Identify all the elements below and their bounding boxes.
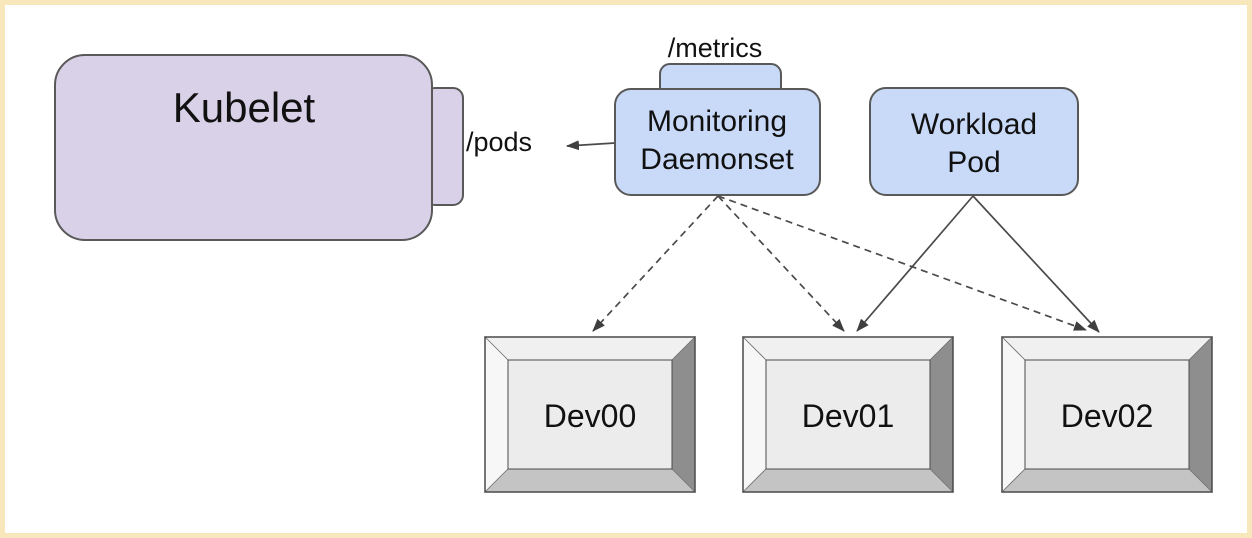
dev01-outline	[742, 336, 954, 493]
dev00-bevel-right	[671, 336, 696, 493]
edge-workload-to-dev02	[972, 195, 1100, 333]
dev01-bevel-top	[742, 336, 954, 361]
dev02-bevel-top	[1001, 336, 1213, 361]
kubelet-label: Kubelet	[173, 84, 316, 131]
edge-monitoring-to-dev02	[717, 195, 1087, 331]
monitoring-daemonset-label-line2: Daemonset	[640, 143, 794, 176]
dev00-bevel-top	[484, 336, 696, 361]
dev02-outline	[1001, 336, 1213, 493]
kubelet-box	[54, 54, 433, 241]
edge-monitoring-to-pods	[566, 140, 616, 151]
node-dev01: Dev01	[742, 336, 954, 493]
dev01-bevel-bottom	[742, 468, 954, 493]
dev02-bevel-bottom	[1001, 468, 1213, 493]
dev01-bevel-left	[742, 336, 767, 493]
edge-monitoring-to-dev01	[717, 195, 845, 332]
dev01-face	[765, 359, 931, 470]
dev00-bevel-left	[484, 336, 509, 493]
dev01-label: Dev01	[802, 398, 895, 434]
node-workload-pod: Workload Pod	[869, 87, 1079, 196]
dev02-bevel-left	[1001, 336, 1026, 493]
dev00-bevel-bottom	[484, 468, 696, 493]
edge-workload-to-dev01	[856, 195, 974, 332]
dev02-bevel-right	[1188, 336, 1213, 493]
dev00-face	[507, 359, 673, 470]
metrics-endpoint-label: /metrics	[668, 33, 763, 63]
dev02-face	[1024, 359, 1190, 470]
node-dev00: Dev00	[484, 336, 696, 493]
node-monitoring-daemonset: Monitoring Daemonset	[614, 63, 821, 196]
workload-pod-box	[869, 87, 1079, 196]
dev02-label: Dev02	[1061, 398, 1154, 434]
node-dev02: Dev02	[1001, 336, 1213, 493]
monitoring-daemonset-label-line1: Monitoring	[647, 105, 787, 138]
dev00-outline	[484, 336, 696, 493]
workload-pod-label-line2: Pod	[947, 146, 1000, 179]
dev00-label: Dev00	[544, 398, 637, 434]
node-kubelet: Kubelet	[54, 54, 464, 241]
dev01-bevel-right	[929, 336, 954, 493]
edge-monitoring-to-dev00	[592, 195, 719, 332]
pods-endpoint-label: /pods	[466, 127, 532, 157]
monitoring-daemonset-box	[614, 88, 821, 196]
workload-pod-label-line1: Workload	[911, 108, 1037, 141]
